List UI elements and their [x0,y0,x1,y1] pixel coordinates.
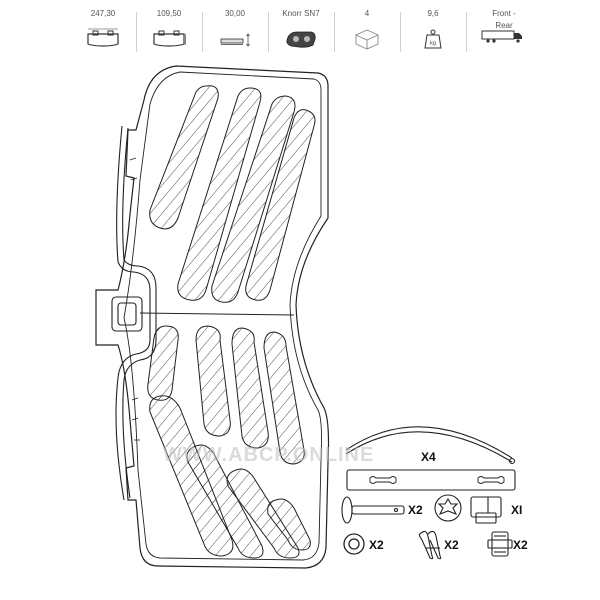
pad-thickness-icon [220,33,250,47]
sleeve-part [487,531,513,557]
retaining-plate-part [346,469,516,491]
spec-bar: 247,30 109,50 30,00 Knorr SN7 [72,8,522,56]
spec-pad-height: 109,50 [138,8,200,56]
pad-width-icon [87,28,119,47]
upper-friction-segments [149,85,316,303]
pin-part [341,496,405,524]
caliper-icon [286,31,316,48]
spring-part [345,426,516,465]
watermark: WWW.ABCP.ONLINE [163,444,375,466]
washer-part [343,533,365,555]
spec-position-value: Front - Rear [492,9,516,30]
spec-pad-height-value: 109,50 [156,9,182,18]
lower-friction-segments [147,325,311,559]
spec-pad-width: 247,30 [72,8,134,56]
backing-plate [95,65,330,569]
center-groove [139,312,295,316]
pad-height-icon [153,30,186,47]
spec-caliper-value: Knorr SN7 [282,9,320,18]
spec-box-count-value: 4 [364,9,370,18]
spec-pad-thickness-value: 30,00 [224,9,246,18]
truck-icon [481,30,522,43]
guide-lug [111,125,157,501]
spec-weight-value: 9,6 [427,9,439,18]
box-icon [354,29,380,50]
spec-pad-width-value: 247,30 [90,9,116,18]
clip-part [418,530,442,560]
weight-icon: kg [424,29,442,49]
bushing-part [470,496,502,524]
spec-position: Front - Rear [434,8,524,56]
spec-caliper: Knorr SN7 [270,8,332,56]
spec-pad-thickness: 30,00 [204,8,266,56]
spec-box-count: 4 [336,8,398,56]
bolt-part [434,494,462,522]
spec-weight: 9,6 kg [402,8,464,56]
weight-unit-label: kg [430,41,436,47]
